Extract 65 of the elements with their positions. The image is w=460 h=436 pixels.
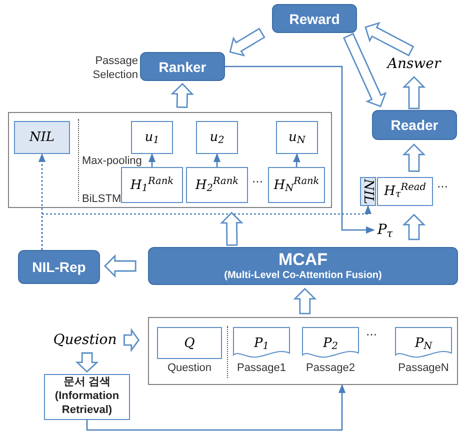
block-arrow [293,288,317,314]
math-symbol: P$_{2}$ [323,336,338,350]
vector-box [196,121,238,154]
block-arrow [75,352,99,373]
caption-text: Question [166,362,213,376]
block-arrow [229,28,266,56]
block-arrow [220,212,244,246]
vector-box [186,167,248,203]
math-label: P$_{τ}$ [377,223,393,237]
block-arrow [170,82,194,108]
math-label: Answer [387,57,441,71]
caption-text: Passage1 [236,362,287,376]
process-box [18,250,100,284]
math-symbol: P$_{N}$ [414,336,432,350]
math-symbol: u$_{2}$ [210,131,224,144]
box-subtitle: (Multi-Level Co-Attention Fusion) [224,270,382,283]
block-arrow [104,254,136,278]
math-symbol: P$_{1}$ [254,336,269,350]
vector-box [276,121,318,154]
box-label: Reward [289,12,340,26]
box-label: NIL-Rep [32,260,86,274]
label-text: Max-pooling [82,156,142,167]
vector-box [157,327,222,359]
math-symbol: Q [184,336,195,350]
block-arrow [364,22,414,56]
caption-text: Passage Selection [92,55,138,82]
caption-text: PassageN [397,362,450,376]
block-arrow [402,144,426,172]
label-text: ⋯ [437,182,448,193]
dotted-arrow [41,205,372,250]
math-label: Question [53,333,117,347]
arrow [86,384,346,431]
math-symbol: u$_{N}$ [288,131,306,144]
arrow [213,153,221,167]
label-text: ⋯ [366,330,377,341]
block-arrow [124,328,140,352]
math-symbol: NIL [29,131,55,144]
nil-box [14,121,70,154]
vector-box [377,177,433,206]
box-label: MCAF [278,249,328,270]
box-label: Ranker [158,60,206,74]
caption-text: Passage2 [305,362,356,376]
group-panel [8,112,332,208]
block-arrow [342,32,387,108]
label-text: BiLSTM [82,194,122,205]
vector-box [131,121,173,154]
process-box [272,4,357,33]
process-box [44,374,130,420]
arrow [225,66,375,234]
process-box [148,247,458,285]
math-symbol: NIL [362,178,374,204]
vector-box [268,167,325,203]
arrow [148,153,156,167]
arrow [293,153,300,168]
vector-box [121,167,183,203]
block-arrow [402,214,426,240]
box-label: (Information Retrieval) [54,390,120,418]
math-symbol: u$_{1}$ [144,131,160,144]
block-arrow [402,76,426,110]
group-panel [148,317,458,385]
label-text: ⋯ [252,177,263,188]
box-label: Reader [390,118,438,132]
process-box [140,52,225,81]
process-box [372,110,457,140]
box-label: 문서 검색 [63,376,111,390]
